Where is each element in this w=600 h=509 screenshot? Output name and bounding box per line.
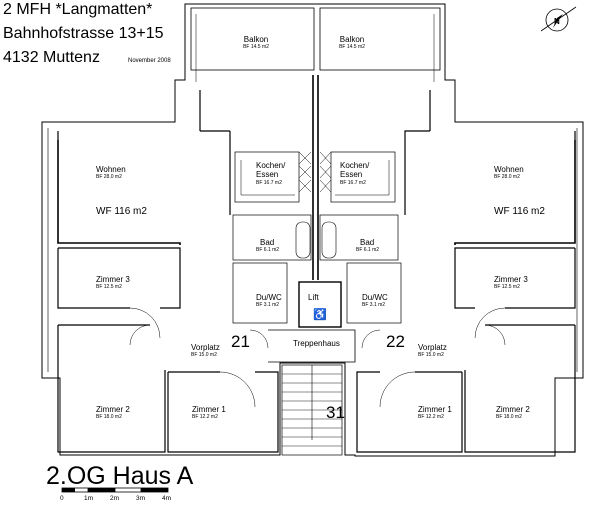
room-area: BF 18.0 m2 [496, 414, 522, 420]
room-name: Du/WC [362, 293, 388, 302]
stair-number: 31 [326, 403, 345, 422]
stair-hall-label: Treppenhaus [293, 339, 340, 348]
room-area: BF 18.0 m2 [96, 414, 122, 420]
room-area: BF 16.7 m2 [256, 180, 282, 186]
project-title: 2 MFH *Langmatten* [3, 1, 152, 18]
party-wall [312, 75, 319, 280]
room-name: Bad [260, 238, 274, 247]
room-name-line2: Essen [340, 170, 362, 179]
room-area: BF 12.5 m2 [494, 284, 520, 290]
room-name: Kochen/ [340, 161, 370, 170]
room-name: Zimmer 1 [192, 405, 226, 414]
room-area: BF 16.7 m2 [340, 180, 366, 186]
scale-label: 4m [162, 495, 171, 502]
room-area: BF 3.1 m2 [256, 302, 279, 308]
scale-label: 1m [84, 495, 93, 502]
bath-right [319, 214, 399, 261]
stair-hall [268, 329, 356, 363]
compass-letter: N [554, 17, 560, 26]
room-area: BF 14.5 m2 [339, 44, 365, 50]
project-date: November 2008 [128, 58, 171, 64]
bath-left [232, 214, 312, 261]
project-city: 4132 Muttenz [3, 49, 100, 66]
building-outline [41, 3, 584, 457]
wc-right [346, 262, 402, 324]
room-name: Wohnen [96, 165, 126, 174]
room-name: Zimmer 3 [494, 275, 528, 284]
room-name: Vorplatz [418, 343, 447, 352]
apartment-wf: WF 116 m2 [494, 206, 545, 217]
apartment-wf: WF 116 m2 [96, 206, 147, 217]
room-area: BF 14.5 m2 [243, 44, 269, 50]
project-address: Bahnhofstrasse 13+15 [3, 25, 164, 42]
scale-label: 3m [136, 495, 145, 502]
balcony-left [190, 7, 315, 71]
room-name: Bad [360, 238, 374, 247]
kitchen-counter-left [234, 151, 300, 203]
wc-left [232, 262, 288, 324]
apartment-number: 21 [231, 332, 250, 351]
room-area: BF 28.0 m2 [494, 174, 520, 180]
compass-icon [545, 8, 569, 32]
balcony-right [319, 7, 441, 71]
room-name: Kochen/ [256, 161, 286, 170]
lift-shaft [298, 281, 342, 328]
room-area: BF 12.2 m2 [418, 414, 444, 420]
room-area: BF 12.5 m2 [96, 284, 122, 290]
room-name: Zimmer 2 [96, 405, 130, 414]
room-name: Wohnen [494, 165, 524, 174]
room-name: Zimmer 3 [96, 275, 130, 284]
room-name: Balkon [244, 35, 268, 44]
room-area: BF 6.1 m2 [356, 247, 379, 253]
room-area: BF 15.0 m2 [418, 352, 444, 358]
room-name: Vorplatz [191, 343, 220, 352]
lift-label: Lift [308, 293, 319, 302]
room-area: BF 12.2 m2 [192, 414, 218, 420]
kitchen-counter-right [330, 151, 396, 203]
room-name: Zimmer 1 [418, 405, 452, 414]
room-name: Balkon [340, 35, 364, 44]
floor-label: 2.OG Haus A [46, 462, 194, 490]
wheelchair-icon: ♿ [313, 308, 327, 321]
room-name: Zimmer 2 [496, 405, 530, 414]
scale-label: 2m [110, 495, 119, 502]
room-area: BF 3.1 m2 [362, 302, 385, 308]
room-name: Du/WC [256, 293, 282, 302]
room-name-line2: Essen [256, 170, 278, 179]
scale-label: 0 [60, 495, 64, 502]
apartment-number: 22 [386, 332, 405, 351]
room-area: BF 28.0 m2 [96, 174, 122, 180]
room-area: BF 6.1 m2 [256, 247, 279, 253]
room-area: BF 15.0 m2 [191, 352, 217, 358]
